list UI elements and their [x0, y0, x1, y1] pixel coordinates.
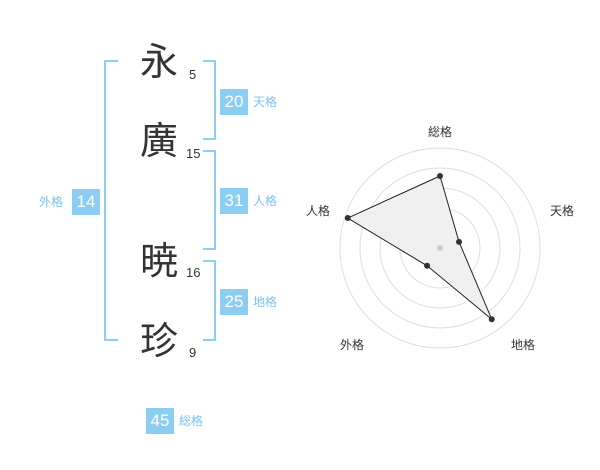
chikaku-value: 25 — [220, 289, 248, 315]
chikaku-label: 地格 — [253, 295, 278, 309]
jinkaku-bracket — [203, 150, 216, 250]
stroke-count-4: 9 — [189, 345, 197, 360]
radar-label-gaikaku: 外格 — [340, 338, 365, 352]
stroke-count-3: 16 — [186, 265, 201, 280]
gaikaku-value: 14 — [72, 189, 100, 215]
radar-ring-4 — [359, 167, 521, 329]
radar-point-gaikaku — [424, 262, 431, 269]
radar-chart — [339, 147, 541, 349]
gaikaku-label: 外格 — [39, 195, 64, 209]
name-char-4: 珍 — [140, 319, 179, 363]
radar-label-tenkaku: 天格 — [550, 204, 575, 218]
radar-label-soukaku: 総格 — [428, 125, 453, 139]
tenkaku-value: 20 — [220, 89, 248, 115]
tenkaku-bracket — [203, 60, 216, 140]
radar-points — [344, 173, 495, 323]
soukaku-value: 45 — [146, 408, 174, 434]
radar-label-jinkaku: 人格 — [306, 204, 331, 218]
name-char-1: 永 — [140, 40, 179, 84]
radar-ring-5 — [339, 147, 541, 349]
radar-center — [437, 245, 443, 251]
name-char-3: 暁 — [140, 239, 179, 283]
radar-point-chikaku — [488, 316, 495, 323]
chikaku-bracket — [203, 260, 216, 341]
jinkaku-value: 31 — [220, 188, 248, 214]
stroke-count-1: 5 — [189, 67, 197, 82]
soukaku-label: 総格 — [179, 414, 204, 428]
name-char-2: 廣 — [140, 119, 179, 163]
radar-shape — [346, 175, 493, 320]
radar-point-jinkaku — [344, 215, 351, 222]
tenkaku-label: 天格 — [253, 95, 278, 109]
radar-point-tenkaku — [456, 238, 463, 245]
radar-label-chikaku: 地格 — [511, 338, 536, 352]
gaikaku-bracket — [104, 60, 118, 341]
stroke-count-2: 15 — [186, 146, 201, 161]
jinkaku-label: 人格 — [253, 194, 278, 208]
radar-point-soukaku — [437, 173, 443, 179]
